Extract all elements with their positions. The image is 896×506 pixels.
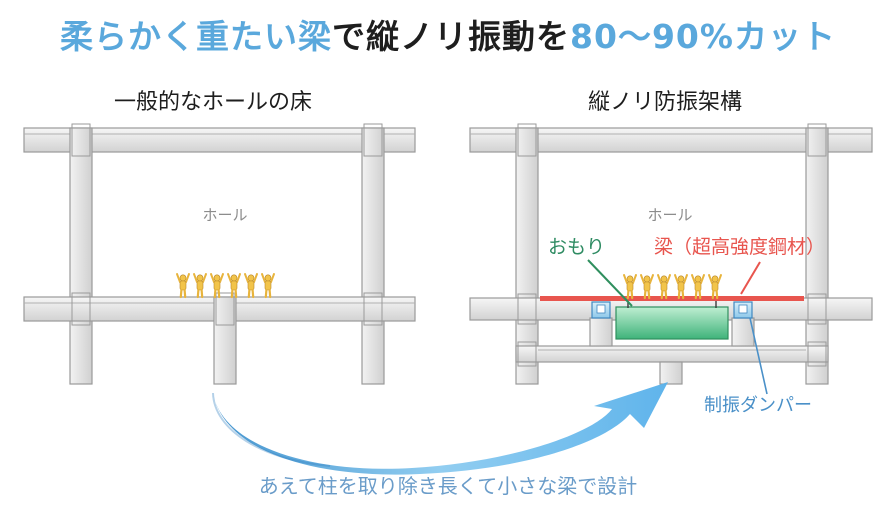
weight-leader-line — [587, 259, 633, 307]
weight-block — [615, 306, 729, 340]
transition-arrow — [213, 382, 668, 475]
left-column-1 — [69, 127, 93, 385]
right-stub-column — [659, 361, 683, 385]
main-title: 柔らかく重たい梁で縦ノリ振動を80〜90%カット — [0, 10, 896, 58]
damper-leader-line — [749, 317, 768, 395]
weight-label: おもり — [548, 236, 605, 258]
left-hall-label: ホール — [202, 207, 247, 224]
title-part-1: 柔らかく重たい梁 — [60, 17, 333, 56]
left-panel-title: 一般的なホールの床 — [114, 90, 313, 115]
right-audience — [622, 273, 723, 300]
damper-left — [591, 301, 611, 319]
right-frame — [469, 123, 873, 385]
damper-right — [733, 301, 753, 319]
left-column-2 — [361, 127, 385, 385]
right-panel-title: 縦ノリ防振架構 — [588, 90, 743, 115]
beam-leader-line — [740, 261, 761, 295]
title-part-3: 80〜90%カット — [570, 17, 836, 56]
left-frame — [23, 123, 416, 385]
footer-caption: あえて柱を取り除き長くて小さな梁で設計 — [258, 474, 638, 498]
title-part-2: で縦ノリ振動を — [332, 17, 571, 56]
left-audience — [175, 272, 276, 299]
damper-label: 制振ダンパー — [704, 395, 812, 416]
right-pedestal-left — [589, 317, 613, 347]
left-middle-column — [213, 296, 237, 385]
right-hall-label: ホール — [647, 207, 692, 224]
right-bottom-beam — [515, 345, 829, 363]
beam-label: 梁（超高強度鋼材） — [654, 236, 825, 258]
high-strength-beam — [540, 296, 804, 301]
